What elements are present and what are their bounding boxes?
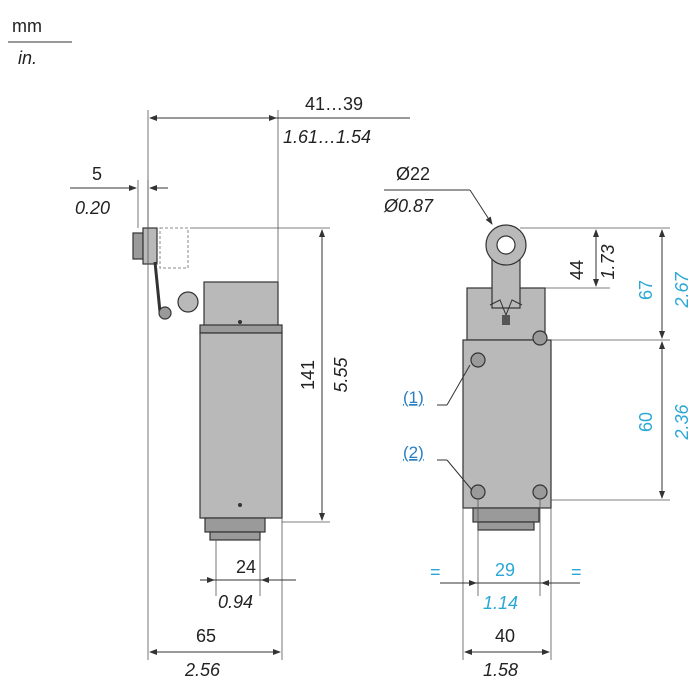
overall-width-in: 2.56 xyxy=(184,660,221,680)
lever-ghost-position xyxy=(159,227,189,269)
height-in: 5.55 xyxy=(331,357,351,393)
head-side xyxy=(203,281,279,327)
roller-dia-in: Ø0.87 xyxy=(383,196,434,216)
body-width-mm: 40 xyxy=(495,626,515,646)
head-height-in: 1.73 xyxy=(598,244,618,279)
hole-spacing-in: 1.14 xyxy=(483,593,518,613)
top-height-in: 2.67 xyxy=(672,272,692,309)
units-legend: mm in. xyxy=(8,16,72,68)
roller-side xyxy=(132,232,144,260)
callout-2: (2) xyxy=(403,443,424,462)
height-mm: 141 xyxy=(298,360,318,390)
head-height-mm: 44 xyxy=(567,260,587,280)
top-height-mm: 67 xyxy=(636,280,656,300)
width-top-in: 1.61…1.54 xyxy=(283,127,371,147)
base-width-in: 0.94 xyxy=(218,592,253,612)
body-front xyxy=(462,339,552,509)
width-top-mm: 41…39 xyxy=(305,94,363,114)
lever-offset-in: 0.20 xyxy=(75,198,110,218)
roller-dia-mm: Ø22 xyxy=(396,164,430,184)
body-height-mm: 60 xyxy=(636,412,656,432)
base-width-mm: 24 xyxy=(236,557,256,577)
eq-right: = xyxy=(571,562,582,582)
base-front xyxy=(472,507,540,523)
front-view: Ø22 Ø0.87 44 1.73 67 2.67 60 2.36 = = 29… xyxy=(383,164,692,680)
body-width-in: 1.58 xyxy=(483,660,518,680)
body-side xyxy=(199,332,283,519)
unit-mm: mm xyxy=(12,16,42,36)
unit-in: in. xyxy=(18,48,37,68)
lever-offset-mm: 5 xyxy=(92,164,102,184)
hole-spacing-mm: 29 xyxy=(495,560,515,580)
side-view: 41…39 1.61…1.54 5 0.20 141 5.55 24 0.94 … xyxy=(70,94,410,680)
callout-1: (1) xyxy=(403,388,424,407)
screw-bottom-right xyxy=(532,484,548,500)
screw-top-right xyxy=(532,330,548,346)
overall-width-mm: 65 xyxy=(196,626,216,646)
eq-left: = xyxy=(430,562,441,582)
screw-bottom-left xyxy=(470,484,486,500)
base-side xyxy=(204,517,266,533)
body-height-in: 2.36 xyxy=(672,404,692,441)
screw-top-left xyxy=(470,352,486,368)
